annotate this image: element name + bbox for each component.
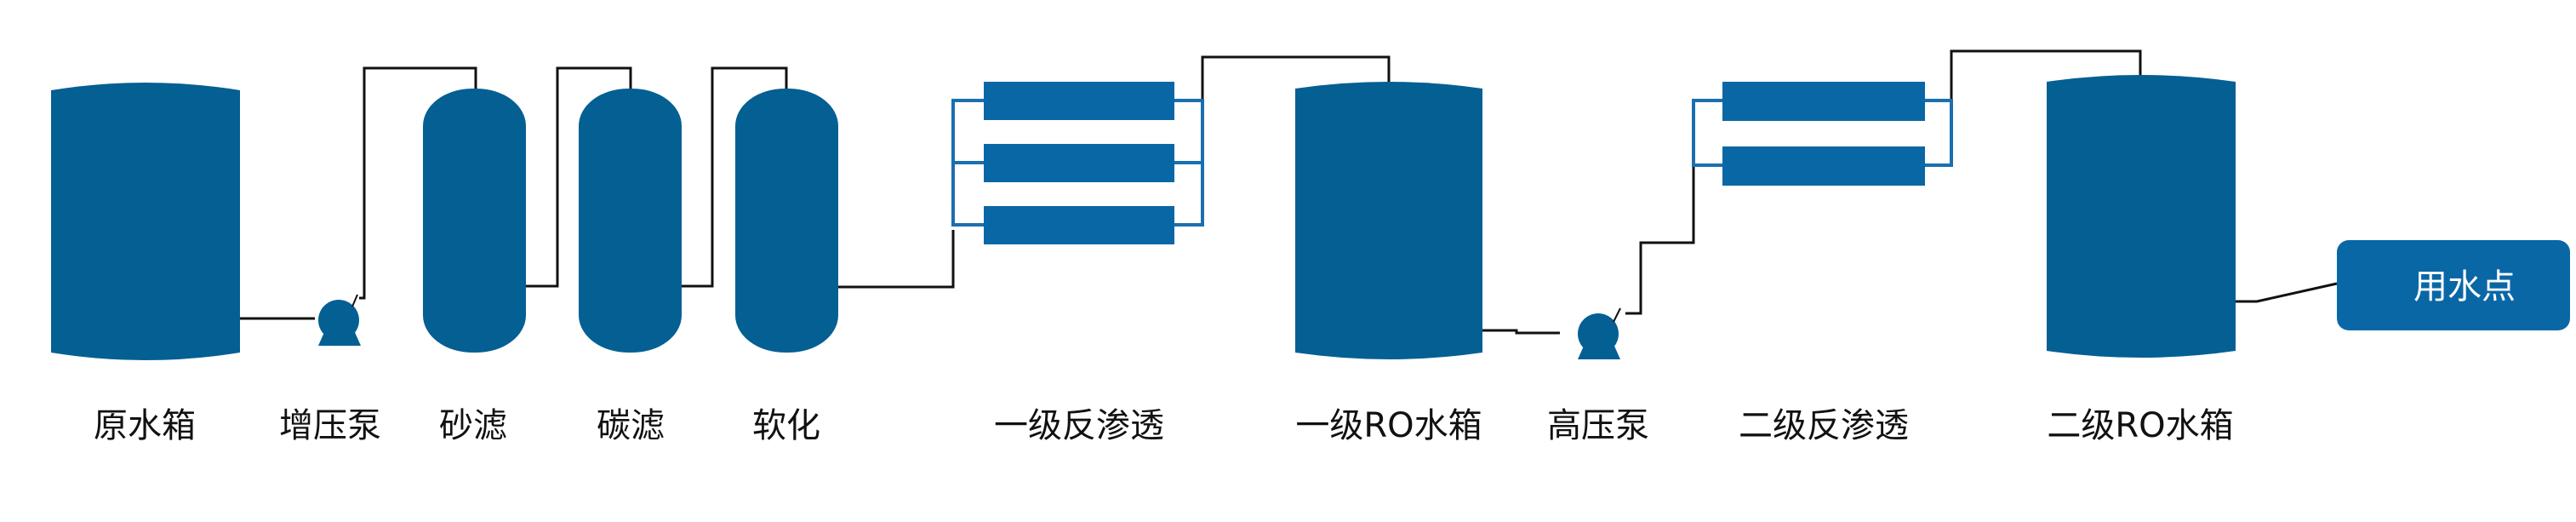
label-booster-pump: 增压泵 (279, 406, 381, 445)
ro-stage1-membrane-3 (984, 206, 1174, 244)
ro-stage1-membranes (951, 82, 1204, 244)
label-sand-filter: 砂滤 (439, 406, 507, 445)
ro-stage1-inlet-bracket (951, 99, 984, 227)
pipe-sand-filter-to-carbon-filter (526, 66, 632, 288)
component-labels: 原水箱 增压泵 砂滤 碳滤 软化 一级反渗透 一级RO水箱 高压泵 二级反渗透 … (94, 406, 2234, 445)
pipe-ro-stage2-to-ro2-tank (1950, 49, 2142, 100)
raw-water-tank (51, 83, 240, 360)
pipe-hp-pump-to-ro-stage2 (1625, 165, 1695, 315)
ro-stage1-membrane-1 (984, 82, 1174, 120)
softener-vessel (735, 89, 838, 353)
ro-stage2-outlet-bracket (1925, 99, 1953, 167)
ro1-water-tank (1295, 82, 1482, 359)
carbon-filter-vessel (579, 89, 682, 353)
ro-stage2-membrane-1 (1722, 82, 1925, 121)
point-of-use-label: 用水点 (2413, 267, 2516, 307)
label-hp-pump: 高压泵 (1547, 406, 1649, 445)
pipe-softener-to-ro-stage1 (838, 230, 955, 289)
label-ro1-tank: 一级RO水箱 (1295, 406, 1482, 445)
pipe-ro2-tank-to-use-point (2236, 282, 2338, 303)
high-pressure-pump-icon (1578, 307, 1621, 359)
ro-stage2-membrane-2 (1722, 146, 1925, 186)
ro2-water-tank-shape (2047, 75, 2236, 358)
ro1-water-tank-shape (1295, 82, 1482, 359)
label-ro-stage2: 二级反渗透 (1739, 406, 1909, 445)
ro-stage2-membranes (1692, 82, 1953, 186)
point-of-use-box: 用水点 (2337, 240, 2570, 330)
ro-stage2-inlet-bracket (1692, 99, 1722, 167)
pipe-ro1-tank-to-hp-pump (1482, 329, 1560, 335)
label-raw-tank: 原水箱 (94, 406, 196, 445)
label-ro-stage1: 一级反渗透 (994, 406, 1164, 445)
pipe-carbon-filter-to-softener (682, 66, 788, 288)
label-carbon-filter: 碳滤 (597, 406, 665, 445)
label-ro2-tank: 二级RO水箱 (2047, 406, 2233, 445)
booster-pump-icon (318, 294, 361, 346)
pipes (240, 49, 2338, 335)
sand-filter-vessel (423, 89, 526, 353)
pipe-booster-pump-to-sand-filter (359, 66, 477, 300)
pipe-ro-stage1-to-ro1-tank (1201, 55, 1391, 100)
ro2-water-tank (2047, 75, 2236, 358)
label-softener: 软化 (752, 406, 820, 445)
ro-stage1-membrane-2 (984, 144, 1174, 182)
ro-stage1-outlet-bracket (1174, 99, 1204, 227)
raw-water-tank-shape (51, 83, 240, 360)
